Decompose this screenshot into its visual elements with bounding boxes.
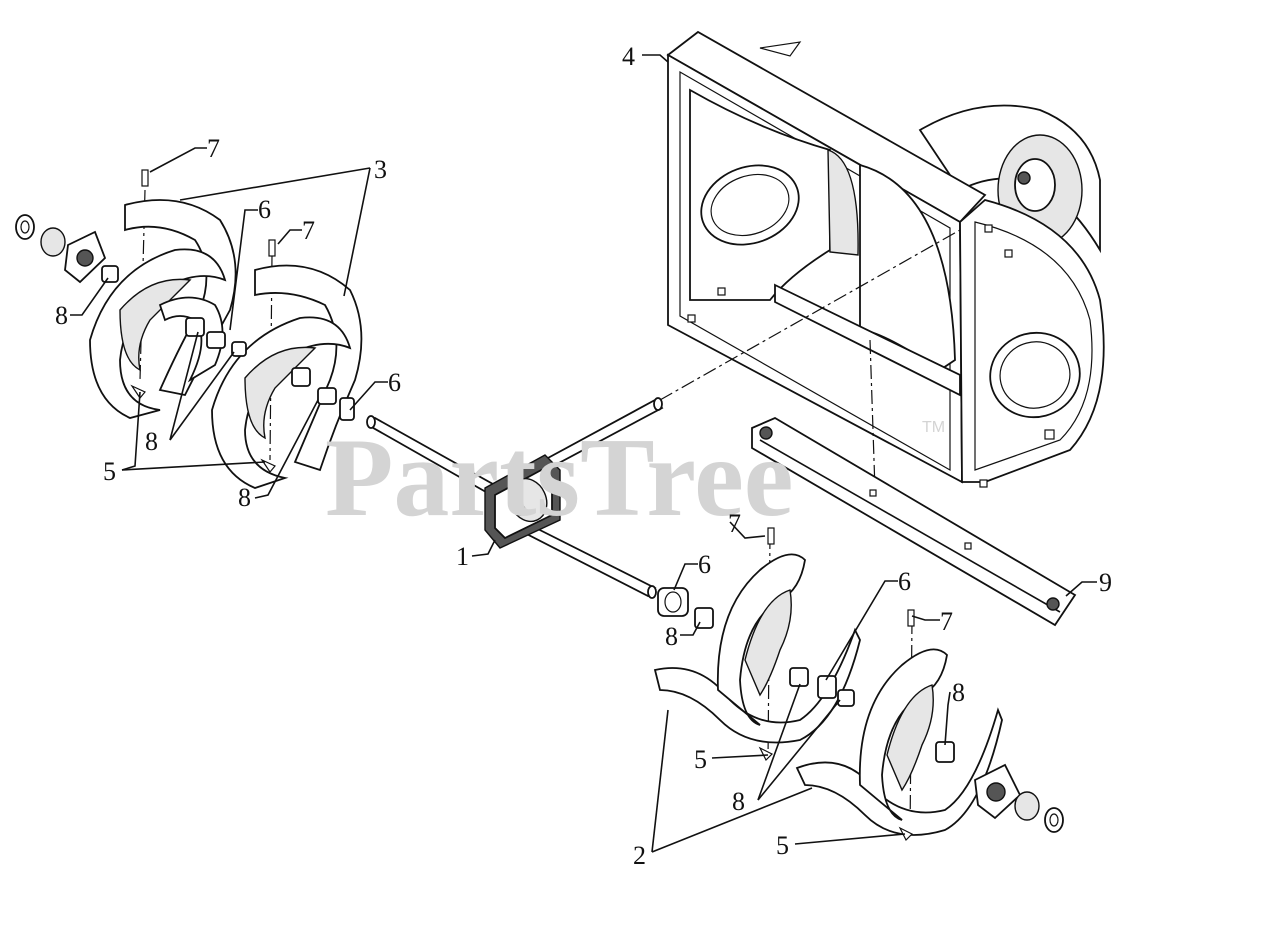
watermark: PartsTree TM [325,416,945,540]
callout-8-upper-left: 8 [145,427,158,456]
auger-shaft [366,397,664,599]
callout-8-lower-right: 8 [952,678,965,707]
watermark-text: PartsTree [325,416,794,540]
callout-7-upper-left: 7 [207,134,220,163]
callout-6-lower-right: 6 [898,567,911,596]
callout-2: 2 [633,841,646,870]
callout-6-upper-right: 6 [388,368,401,397]
callout-labels: 1 2 3 4 5 5 5 6 6 6 6 7 7 7 7 8 8 8 8 8 … [55,42,1112,870]
callout-8-lower-left: 8 [665,622,678,651]
callout-7-lower-left: 7 [728,509,741,538]
auger-flight-upper-left [89,199,237,419]
callout-4: 4 [622,42,635,71]
callout-7-lower-right: 7 [940,607,953,636]
support-bar [751,416,1077,627]
callout-7-upper-right: 7 [302,216,315,245]
auger-housing [666,30,1105,488]
callout-8-hub-left: 8 [55,301,68,330]
auger-flight-upper-right [211,264,363,489]
callout-1: 1 [456,542,469,571]
auger-flight-lower-left [653,553,861,744]
callout-5-middle: 5 [694,745,707,774]
callout-5-lower: 5 [776,831,789,860]
lower-right-hub-parts [657,527,1064,842]
leader-lines [70,54,1097,853]
callout-6-upper-left: 6 [258,195,271,224]
gearbox [484,454,561,549]
callout-3: 3 [374,155,387,184]
callout-8-upper-right: 8 [238,483,251,512]
callout-5-upper: 5 [103,457,116,486]
callout-6-lower-left: 6 [698,550,711,579]
auger-flight-lower-right [795,648,1003,836]
watermark-trademark: TM [922,419,945,436]
upper-left-hub-parts [15,169,355,474]
callout-8-lower-middle: 8 [732,787,745,816]
callout-9: 9 [1099,568,1112,597]
